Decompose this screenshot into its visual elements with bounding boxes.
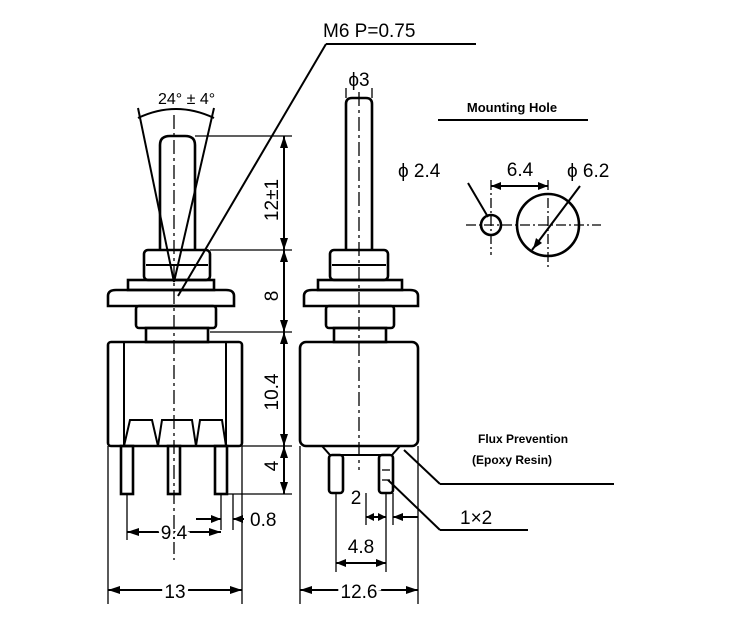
front-horizontal-dims [107,446,244,604]
lever-length-label: 12±1 [262,179,283,221]
front-terminal-left [119,444,135,496]
side-view [298,92,420,495]
body-width-label: 13 [164,582,185,603]
side-pin-span-label: 4.8 [348,537,374,558]
pin-thickness-label: 0.8 [250,510,276,531]
mounting-hole-view [438,119,601,268]
front-lever [158,134,197,250]
front-lower-nut [134,304,218,330]
front-view [106,43,476,560]
side-dims [299,88,614,604]
lever-diameter-label: ϕ3 [348,70,369,91]
thread-label: M6 P=0.75 [323,21,415,42]
pin-section-label: 1×2 [460,508,492,529]
body-height-label: 10.4 [262,373,283,410]
pin-spacing-label: 9.4 [161,523,188,544]
front-terminal-right [213,444,229,496]
side-washer [302,288,420,308]
mounting-hole-title: Mounting Hole [467,100,557,115]
angle-label: 24° ± 4° [158,91,215,108]
flux-prevention-label: Flux Prevention [478,432,568,446]
front-washer [106,288,236,308]
hole-spacing-label: 6.4 [507,160,534,181]
small-hole-label: ϕ 2.4 [398,161,441,182]
epoxy-resin-label: (Epoxy Resin) [472,453,552,467]
side-terminal-right [377,453,395,495]
large-hole-label: ϕ 6.2 [567,161,609,182]
front-vertical-dims [195,135,292,495]
bushing-height-label: 8 [262,291,283,302]
side-width-label: 12.6 [341,582,378,603]
terminal-length-label: 4 [262,460,283,471]
side-terminal-left [327,453,345,495]
side-pin-spacing-label: 2 [351,488,362,509]
